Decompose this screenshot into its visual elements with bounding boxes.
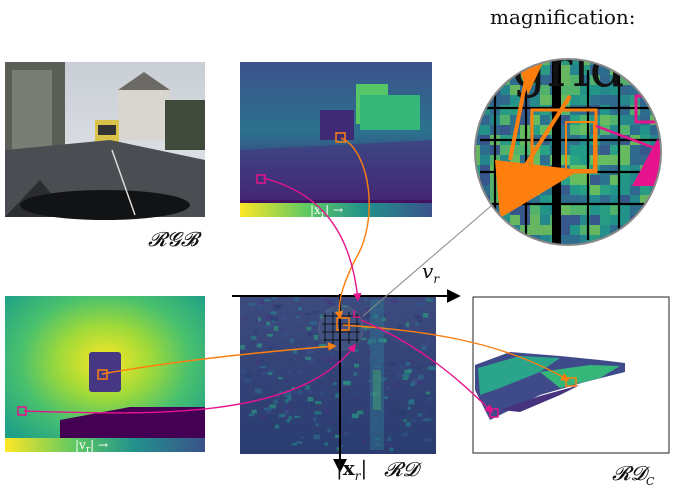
depth-image: |xr| → xyxy=(240,62,432,220)
vr-axis-label: vr xyxy=(422,259,440,286)
rgb-image xyxy=(5,62,205,220)
svg-text:|xr| →: |xr| → xyxy=(310,203,343,220)
rdc-label: 𝓡𝓓C xyxy=(612,461,655,488)
rgb-label: 𝓡𝓖𝓑 xyxy=(148,227,203,251)
correspondence-curves xyxy=(23,137,570,414)
rd-label: 𝓡𝓓 xyxy=(384,457,423,481)
orange-arrow-icon xyxy=(495,160,580,218)
rdc-map xyxy=(472,296,670,454)
magnification-label: magnification: xyxy=(490,5,636,29)
magnification-inset: grid xyxy=(475,59,661,245)
magenta-arrow-icon xyxy=(632,138,661,186)
svg-text:|vr| →: |vr| → xyxy=(75,438,108,455)
magnification-connector xyxy=(362,199,499,317)
range-doppler-map xyxy=(240,297,437,454)
velocity-image: |vr| → xyxy=(5,296,205,455)
xr-axis-label: |xr| xyxy=(336,456,367,483)
